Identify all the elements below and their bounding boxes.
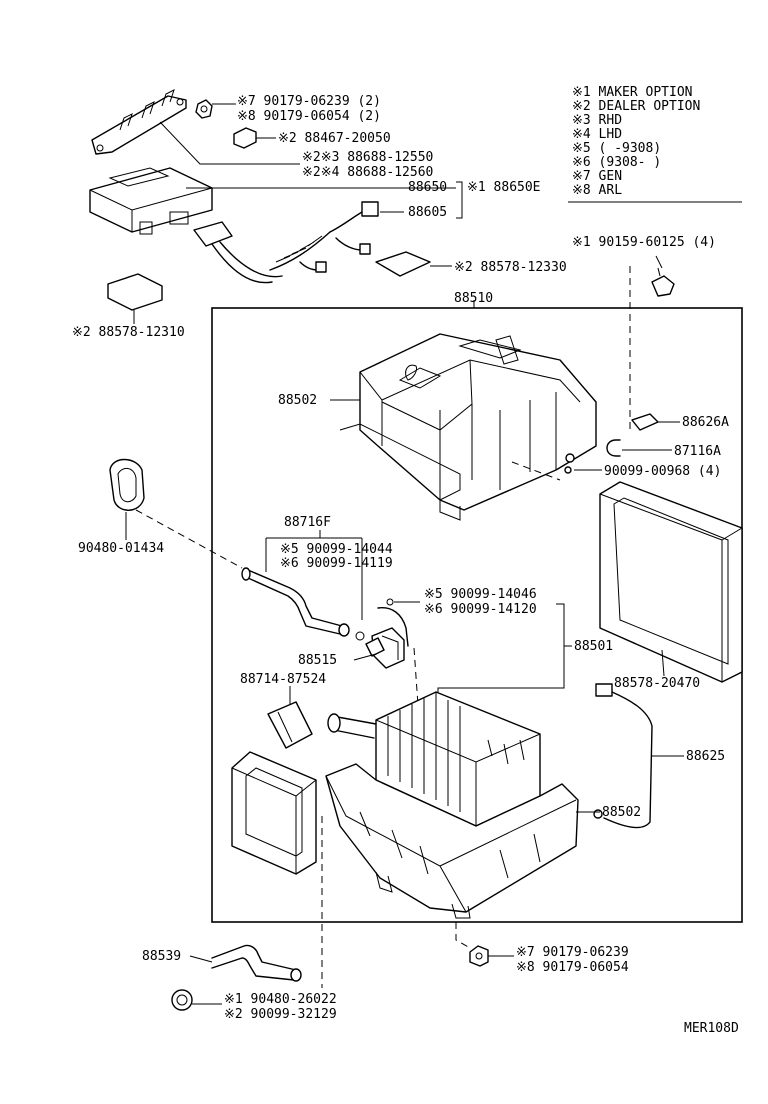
part-label: 88539 [142,949,181,964]
expansion-valve-drawing [365,598,409,669]
bolt-drawing [651,255,675,297]
part-label: ※1 90480-26022 [224,992,337,1007]
figure-code: MER108D [684,1021,739,1036]
tube-drawing [241,567,365,641]
bracket-drawing [91,89,187,155]
nut-dash [455,922,471,949]
packing-drawing [599,481,743,683]
part-label: ※5 90099-14046 [424,587,537,602]
part-label: 88626A [682,415,729,430]
clamp-drawing [606,439,672,457]
grommet-dash [135,509,243,569]
lower-case-drawing [325,763,579,919]
legend-item: ※3 RHD [572,113,622,128]
side-cover-drawing [231,751,317,875]
part-label: ※7 90179-06239 [516,945,629,960]
part-label: ※2※3 88688-12550 [302,150,433,165]
legend-item: ※6 (9308- ) [572,155,661,170]
top-leaders [133,103,463,324]
part-label: 88502 [602,805,641,820]
legend: ※1 MAKER OPTION ※2 DEALER OPTION ※3 RHD … [568,85,742,203]
part-label: 90099-00968 (4) [604,464,721,479]
part-label: ※6 90099-14120 [424,602,537,617]
part-label: 88605 [408,205,447,220]
grommet-drawing [109,458,145,540]
part-label: ※7 90179-06239 (2) [237,94,381,109]
part-label: 88515 [298,653,337,668]
wire-harness-drawing [193,201,379,284]
part-label: ※2※4 88688-12560 [302,165,433,180]
insulator-drawing [267,686,313,749]
cushion-drawing [233,127,257,149]
part-label: ※2 88467-20050 [278,131,391,146]
legend-item: ※5 ( -9308) [572,141,661,156]
part-label: 88501 [574,639,613,654]
part-label: ※8 90179-06054 [516,960,629,975]
part-label: 88650 [408,180,447,195]
nut-drawing [195,99,213,119]
part-label: ※1 90159-60125 (4) [572,235,716,250]
part-label: ※8 90179-06054 (2) [237,109,381,124]
screw-dash [511,461,561,481]
drain-hose-drawing [189,944,302,982]
legend-item: ※4 LHD [572,127,622,142]
part-label: ※6 90099-14119 [280,556,393,571]
part-label: ※2 88578-12330 [454,260,567,275]
part-label: 88502 [278,393,317,408]
legend-item: ※8 ARL [572,183,622,198]
upper-case-drawing [339,333,597,521]
part-label: 88716F [284,515,331,530]
part-label: ※2 90099-32129 [224,1007,337,1022]
part-label: 87116A [674,444,721,459]
pad-left-drawing [107,273,163,311]
screw-drawing [564,453,602,474]
part-label: ※2 88578-12310 [72,325,185,340]
clip-drawing [631,413,680,431]
legend-item: ※1 MAKER OPTION [572,85,692,100]
bottom-nut-drawing [469,945,514,967]
pad-right-drawing [375,251,431,277]
legend-item: ※7 GEN [572,169,622,184]
part-label: 88510 [454,291,493,306]
part-label: ※1 88650E [467,180,541,195]
part-label: 90480-01434 [78,541,164,556]
part-label: 88714-87524 [240,672,326,687]
legend-item: ※2 DEALER OPTION [572,99,700,114]
part-label: 88578-20470 [614,676,700,691]
part-label: 88625 [686,749,725,764]
bottom-clip-drawing [171,989,222,1011]
part-label: ※5 90099-14044 [280,542,393,557]
amplifier-drawing [89,167,213,235]
